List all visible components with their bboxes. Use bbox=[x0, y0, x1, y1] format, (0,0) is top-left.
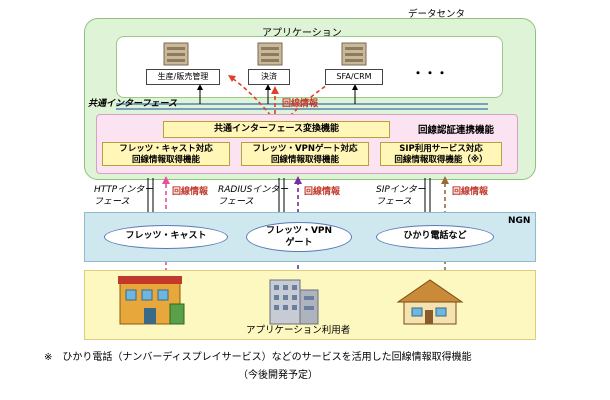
function-vpn-line1: フレッツ・VPNゲート対応 bbox=[252, 144, 358, 154]
arrowhead-pink bbox=[162, 176, 170, 184]
service-flets-cast: フレッツ・キャスト bbox=[104, 225, 228, 249]
http-line-info: 回線情報 bbox=[172, 187, 209, 197]
sip-interface-label: SIPインター フェース bbox=[376, 184, 426, 208]
datacenter-label: データセンタ bbox=[408, 9, 466, 20]
radius-interface-line2: フェース bbox=[218, 197, 254, 207]
server-icon-crm bbox=[341, 42, 367, 66]
footnote-line2: （今後開発予定） bbox=[238, 370, 318, 381]
house-icon bbox=[396, 279, 464, 325]
auth-title: 回線認証連携機能 bbox=[418, 125, 495, 136]
arrowhead-red-2 bbox=[271, 86, 279, 94]
function-box-cast: フレッツ・キャスト対応 回線情報取得機能 bbox=[102, 142, 230, 166]
server-icon-payment bbox=[257, 42, 283, 66]
system-production: 生産/販売管理 bbox=[146, 69, 220, 85]
function-sip-line2: 回線情報取得機能（※） bbox=[394, 155, 488, 165]
service-cast-label: フレッツ・キャスト bbox=[125, 231, 207, 241]
function-cast-line2: 回線情報取得機能 bbox=[131, 155, 200, 165]
ngn-label: NGN bbox=[508, 216, 531, 226]
function-cast-line1: フレッツ・キャスト対応 bbox=[119, 144, 213, 154]
arrowhead-brown bbox=[441, 176, 449, 184]
radius-line-info: 回線情報 bbox=[304, 187, 341, 197]
system-payment: 決済 bbox=[248, 69, 290, 85]
server-icon-production bbox=[163, 42, 189, 66]
radius-interface-label: RADIUSインター フェース bbox=[218, 184, 288, 208]
http-interface-label: HTTPインター フェース bbox=[94, 184, 153, 208]
radius-interface-line1: RADIUSインター bbox=[218, 185, 289, 195]
office-building-icon bbox=[269, 279, 319, 325]
service-phone-label: ひかり電話など bbox=[403, 231, 467, 241]
arrowhead-payment bbox=[265, 84, 271, 90]
http-interface-line2: フェース bbox=[94, 197, 130, 207]
sip-interface-line2: フェース bbox=[376, 197, 412, 207]
service-vpn-line1: フレッツ・VPN bbox=[265, 226, 333, 236]
arrowhead-red-1 bbox=[228, 75, 236, 82]
sip-interface-line1: SIPインター bbox=[376, 185, 426, 195]
line-info-arrow-production bbox=[231, 77, 276, 122]
function-box-vpn: フレッツ・VPNゲート対応 回線情報取得機能 bbox=[241, 142, 369, 166]
service-hikari-phone: ひかり電話など bbox=[376, 225, 494, 249]
service-flets-vpn: フレッツ・VPN ゲート bbox=[246, 222, 352, 252]
function-vpn-line2: 回線情報取得機能 bbox=[270, 155, 339, 165]
users-label: アプリケーション利用者 bbox=[246, 325, 351, 336]
common-interface-label: 共通インターフェース bbox=[88, 99, 178, 109]
sip-line-info: 回線情報 bbox=[452, 187, 489, 197]
more-systems-ellipsis: ・・・ bbox=[412, 66, 449, 80]
line-info-arrow-crm bbox=[284, 77, 339, 122]
function-box-sip: SIP利用サービス対応 回線情報取得機能（※） bbox=[380, 142, 502, 166]
shop-building-icon bbox=[118, 276, 185, 325]
system-crm: SFA/CRM bbox=[325, 69, 383, 85]
function-sip-line1: SIP利用サービス対応 bbox=[399, 144, 483, 154]
arrowhead-crm bbox=[352, 84, 358, 90]
application-title: アプリケーション bbox=[262, 28, 342, 39]
footnote-line1: ※ ひかり電話（ナンバーディスプレイサービス）などのサービスを活用した回線情報取… bbox=[44, 352, 472, 363]
line-info-label-top: 回線情報 bbox=[282, 99, 319, 109]
arrowhead-purple bbox=[294, 176, 302, 184]
http-interface-line1: HTTPインター bbox=[94, 185, 154, 195]
service-vpn-line2: ゲート bbox=[285, 238, 313, 248]
arrowhead-production bbox=[197, 84, 203, 90]
conversion-function-bar: 共通インターフェース変換機能 bbox=[163, 121, 390, 138]
